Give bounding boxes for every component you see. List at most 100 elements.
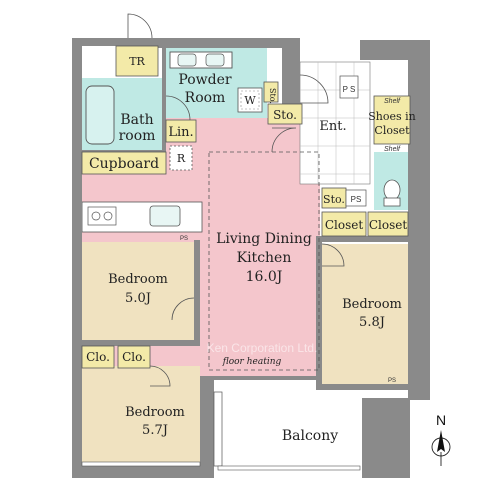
bedroom3-label-1: Bedroom <box>125 405 185 420</box>
bedroom1-label-2: 5.0J <box>125 291 151 306</box>
doors <box>127 13 345 387</box>
wall-bed1-right <box>194 240 200 342</box>
cupboard-box <box>81 151 167 175</box>
ps-top-label: P S <box>343 85 356 94</box>
bedroom2-floor <box>322 244 408 386</box>
entrance-label: Ent. <box>319 119 346 134</box>
ldk-label-1: Living Dining <box>216 231 312 247</box>
bathroom-label-2: room <box>119 128 156 144</box>
linen-box <box>165 119 197 143</box>
door-bedroom3 <box>149 365 171 387</box>
wall-bed2-bottom <box>316 384 408 390</box>
refrigerator-label: R <box>177 152 186 165</box>
shelf-top-label: Shelf <box>384 98 401 105</box>
closet-right-box <box>367 211 409 237</box>
sink-left <box>177 53 197 67</box>
washer-outline <box>240 90 260 110</box>
toilet-icon <box>383 179 401 201</box>
closet-left-box <box>321 211 367 237</box>
bedroom1-floor <box>82 242 194 340</box>
tr-label: TR <box>129 55 145 68</box>
clo2-label: Clo. <box>122 350 146 364</box>
floor-heating-area <box>208 151 320 371</box>
storage-small-label: Sto. <box>323 193 345 206</box>
ps-bed1-label: PS <box>180 236 188 242</box>
wall-north-mid <box>158 38 298 48</box>
cupboard-label: Cupboard <box>89 156 159 172</box>
wall-bed2-top <box>316 236 408 242</box>
wall-east <box>408 40 430 400</box>
door-bedroom1 <box>171 297 195 321</box>
door-entrance <box>299 74 329 104</box>
wall-north-left <box>72 38 158 46</box>
bathroom-label-1: Bath <box>120 112 153 128</box>
wall-bath-right <box>162 48 166 152</box>
closet-left-label: Closet <box>325 218 364 232</box>
ldk-label-3: 16.0J <box>246 269 283 285</box>
floor-heating-label: floor heating <box>222 357 282 367</box>
watermark: Ken Corporation Ltd. <box>207 341 318 355</box>
bedroom3-label-2: 5.7J <box>142 423 168 438</box>
closet-right-label: Closet <box>369 218 408 232</box>
washer-label: W <box>244 94 256 107</box>
washer-box <box>237 87 263 113</box>
tr-box <box>115 45 159 77</box>
burner-left-icon <box>91 211 101 221</box>
storage-vertical-label: Sto. <box>268 88 277 104</box>
ps-bed3-label: PS <box>388 378 396 384</box>
compass: N <box>431 412 451 466</box>
shelf-bottom-label: Shelf <box>384 146 401 153</box>
bedroom2-label-2: 5.8J <box>359 315 385 330</box>
wall-north-column <box>282 38 300 108</box>
storage-vertical-box <box>263 81 279 103</box>
refrigerator-box <box>169 145 193 171</box>
clo1-label: Clo. <box>86 350 110 364</box>
stove <box>87 206 117 226</box>
balcony-railing <box>217 465 361 471</box>
bedroom3-window <box>81 461 201 467</box>
door-bedroom2 <box>321 243 345 267</box>
shoes-closet-label-2: Closet <box>374 124 410 137</box>
storage-hall-box <box>267 103 303 125</box>
wall-bed1-bottom <box>82 340 200 346</box>
compass-arrow-icon <box>437 430 445 452</box>
wall-balcony-left <box>200 378 214 478</box>
burner-right-icon <box>103 211 113 221</box>
wall-balcony-right <box>362 398 410 478</box>
shoes-closet-box <box>373 95 411 145</box>
walls <box>72 38 430 478</box>
toilet-tank <box>383 197 401 207</box>
room-labels: TR Powder Room Bath room Lin. W Sto. R C… <box>86 55 416 444</box>
ps-top-box <box>339 75 359 99</box>
small-labels: Shelf Shelf PS PS PS P S <box>180 85 401 384</box>
door-tr <box>127 13 153 39</box>
balcony-door <box>213 391 223 467</box>
shoes-closet-label-1: Shoes in <box>368 110 416 123</box>
balcony-floor <box>216 392 362 470</box>
powder-room-label-1: Powder <box>178 72 232 88</box>
wall-west <box>72 38 82 478</box>
bedroom3-floor <box>82 366 200 466</box>
clo1-box <box>81 345 115 369</box>
clo2-box <box>117 345 151 369</box>
compass-label: N <box>436 412 446 428</box>
fixtures <box>81 45 401 471</box>
kitchen-sink <box>149 205 181 227</box>
wall-ldk-south <box>200 376 320 380</box>
door-bath <box>165 95 191 121</box>
sink-right <box>205 53 225 67</box>
powder-room-label-2: Room <box>185 90 226 106</box>
ps-entry-label: PS <box>351 195 362 204</box>
bedroom2-label-1: Bedroom <box>342 297 402 312</box>
door-hall <box>271 127 297 153</box>
ps-entry-box <box>345 189 367 207</box>
wall-south <box>72 466 212 478</box>
floors <box>81 48 410 470</box>
balcony-label: Balcony <box>282 428 338 444</box>
bedroom1-label-1: Bedroom <box>108 272 168 287</box>
storage-hall-label: Sto. <box>273 108 297 122</box>
bathtub <box>85 85 115 145</box>
ldk-label-2: Kitchen <box>237 250 292 266</box>
linen-label: Lin. <box>168 125 193 140</box>
